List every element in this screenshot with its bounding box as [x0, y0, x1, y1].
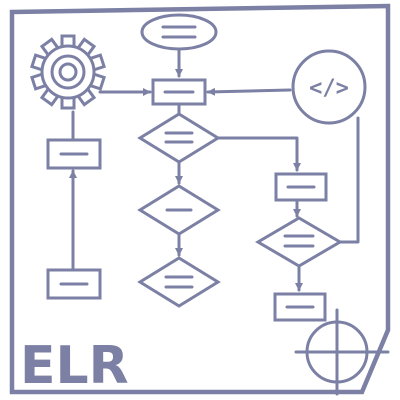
process-box-left-mid: [46, 138, 102, 170]
decision-diamond-2: [137, 184, 221, 236]
decision-diamond-3: [137, 256, 221, 308]
decision-diamond-right: [255, 216, 343, 268]
process-box-right-bottom: [273, 292, 327, 322]
brand-wordmark: ELR: [20, 336, 129, 396]
process-box-right-top: [274, 172, 328, 202]
logo-frame: [9, 3, 391, 395]
process-box-left-bottom: [46, 268, 102, 300]
decision-diamond-1: [137, 112, 221, 164]
flow-connectors: [69, 46, 360, 292]
start-terminator-shape: [140, 13, 218, 51]
code-symbol: </>: [309, 76, 349, 101]
gear-icon: [30, 34, 106, 110]
code-icon: </>: [291, 49, 367, 125]
crosshair-icon: [294, 308, 390, 396]
process-box-top: [151, 78, 207, 106]
